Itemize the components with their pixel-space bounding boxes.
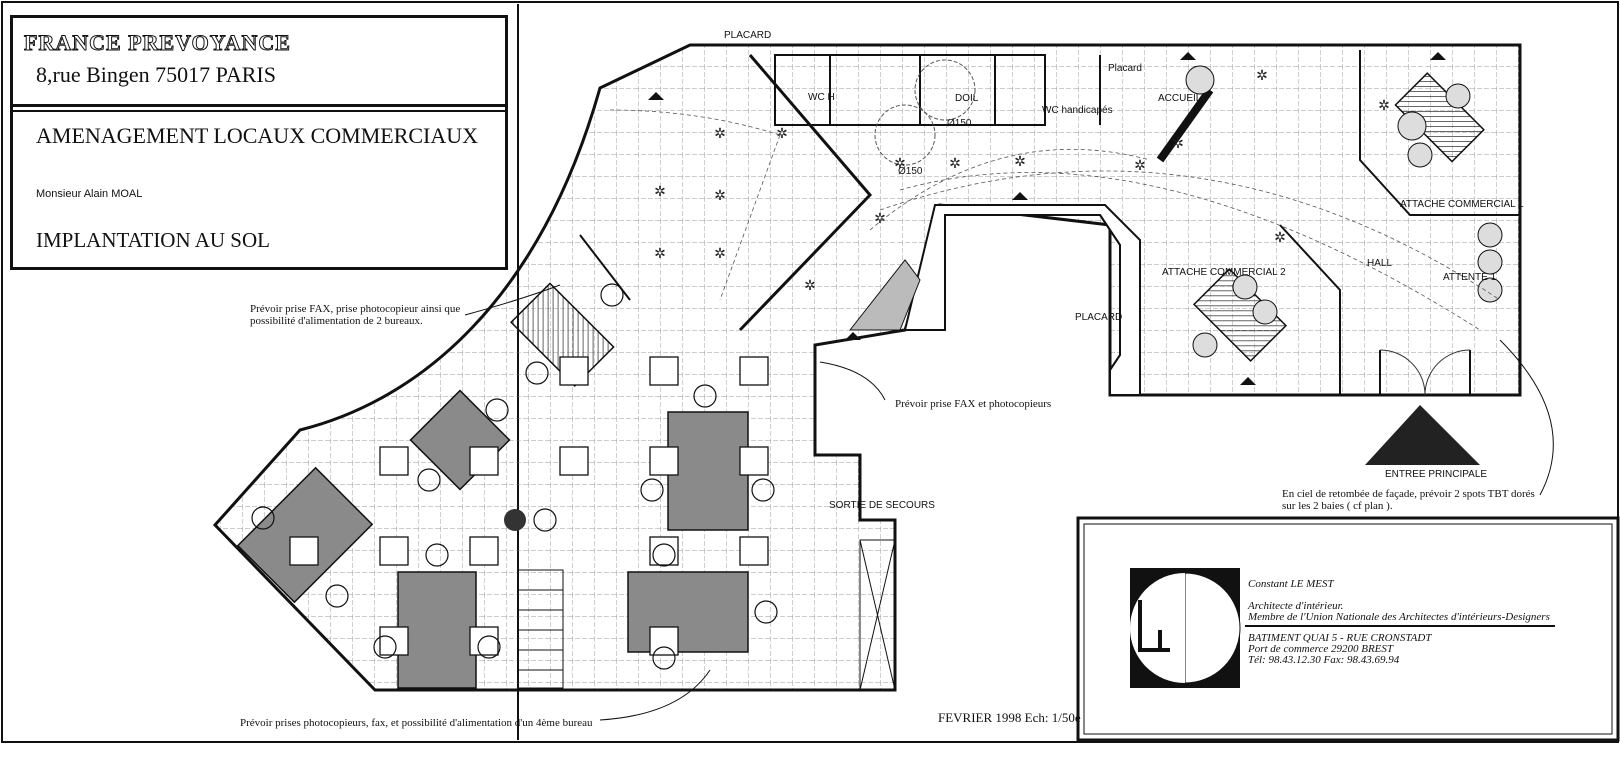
architect-address: BATIMENT QUAI 5 - RUE CRONSTADT xyxy=(1248,632,1432,644)
label-placard-small: Placard xyxy=(1108,63,1142,74)
architect-name: Constant LE MEST xyxy=(1248,578,1334,590)
svg-text:✲: ✲ xyxy=(714,126,726,142)
svg-text:✲: ✲ xyxy=(1134,158,1146,174)
note-facade-2: sur les 2 baies ( cf plan ). xyxy=(1282,500,1393,512)
svg-text:✲: ✲ xyxy=(654,184,666,200)
svg-text:✲: ✲ xyxy=(714,246,726,262)
desks xyxy=(236,72,1485,689)
drawing-title: IMPLANTATION AU SOL xyxy=(36,228,270,252)
architect-phone: Tél: 98.43.12.30 Fax: 98.43.69.94 xyxy=(1248,654,1400,666)
svg-text:✲: ✲ xyxy=(1172,136,1184,152)
label-accueil: ACCUEIL xyxy=(1158,93,1202,104)
stairs xyxy=(517,569,564,689)
company-name: FRANCE PREVOYANCE xyxy=(24,30,291,56)
round-stools xyxy=(251,283,778,670)
label-wc-handicapes: WC handicapés xyxy=(1042,105,1113,116)
chairs xyxy=(289,356,769,656)
svg-text:✲: ✲ xyxy=(654,246,666,262)
note-bottom: Prévoir prises photocopieurs, fax, et po… xyxy=(240,717,593,729)
svg-text:✲: ✲ xyxy=(1256,68,1268,84)
architect-membership: Membre de l'Union Nationale des Architec… xyxy=(1248,611,1550,623)
svg-text:✲: ✲ xyxy=(894,156,906,172)
client-name: Monsieur Alain MOAL xyxy=(36,188,143,200)
svg-text:✲: ✲ xyxy=(874,211,886,227)
architect-city: Port de commerce 29200 BREST xyxy=(1248,643,1394,655)
note-fax-2: possibilité d'alimentation de 2 bureaux. xyxy=(250,315,423,327)
label-hall: HALL xyxy=(1367,258,1392,269)
label-attente: ATTENTE 1 xyxy=(1443,272,1497,283)
office-floor: ✲ ✲ ✲ ✲ ✲ ✲ ✲ ✲ ✲ ✲ ✲ ✲ ✲ ✲ ✲ ✲ xyxy=(212,43,1522,692)
label-diam-1: Ø150 xyxy=(947,118,972,129)
label-attache-1: ATTACHE COMMERCIAL 1 xyxy=(1400,199,1524,210)
company-address: 8,rue Bingen 75017 PARIS xyxy=(36,62,276,87)
svg-text:✲: ✲ xyxy=(776,126,788,142)
date-scale: FEVRIER 1998 Ech: 1/50e xyxy=(938,710,1081,725)
plants xyxy=(848,65,1503,358)
label-wc-h: WC H xyxy=(808,92,835,103)
label-placard-mid: PLACARD xyxy=(1075,312,1122,323)
note-facade-1: En ciel de retombée de façade, prévoir 2… xyxy=(1282,488,1535,500)
title-block xyxy=(10,15,508,270)
architect-title: Architecte d'intérieur. xyxy=(1248,600,1344,612)
svg-text:✲: ✲ xyxy=(714,188,726,204)
entrance-arrow xyxy=(1365,405,1480,465)
label-attache-2: ATTACHE COMMERCIAL 2 xyxy=(1162,267,1286,278)
architect-box xyxy=(1076,516,1620,742)
svg-text:✲: ✲ xyxy=(1014,154,1026,170)
note-fax-1: Prévoir prise FAX, prise photocopieur ai… xyxy=(250,303,460,315)
label-doil: DOIL xyxy=(955,93,979,104)
label-sortie-secours: SORTIE DE SECOURS xyxy=(829,500,935,511)
svg-text:✲: ✲ xyxy=(1274,230,1286,246)
label-diam-2: Ø150 xyxy=(898,166,923,177)
svg-text:✲: ✲ xyxy=(949,156,961,172)
light-fittings: ✲ ✲ ✲ ✲ ✲ ✲ ✲ ✲ ✲ ✲ ✲ ✲ ✲ ✲ ✲ ✲ xyxy=(654,68,1390,294)
svg-text:✲: ✲ xyxy=(804,278,816,294)
architect-logo xyxy=(1130,568,1241,688)
wall-spots xyxy=(648,52,1446,385)
project-title: AMENAGEMENT LOCAUX COMMERCIAUX xyxy=(36,123,479,148)
svg-text:✲: ✲ xyxy=(1378,98,1390,114)
wc-block xyxy=(774,54,1046,126)
label-entree-principale: ENTREE PRINCIPALE xyxy=(1385,469,1487,480)
label-placard-top: PLACARD xyxy=(724,30,771,41)
note-fax-photo: Prévoir prise FAX et photocopieurs xyxy=(895,398,1051,410)
